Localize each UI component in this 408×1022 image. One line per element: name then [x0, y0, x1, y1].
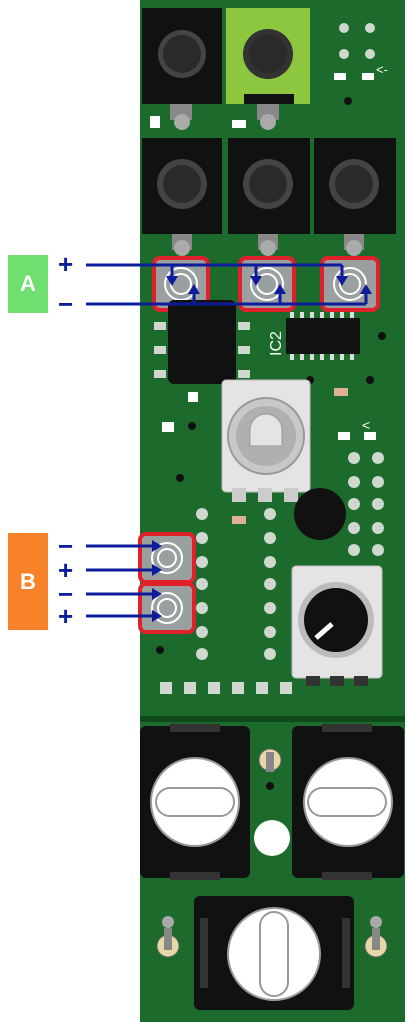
minus-sign-b2: − [58, 579, 73, 609]
plus-sign-a: + [58, 249, 73, 279]
minus-sign-b1: − [58, 531, 73, 561]
via-1 [378, 332, 386, 340]
smd-1 [334, 73, 346, 80]
smd-3 [150, 116, 160, 128]
jack-mid-3 [314, 138, 396, 256]
pad-columns-middle [196, 508, 276, 660]
pcb-divider [140, 716, 405, 722]
jack-top-left [142, 8, 222, 130]
knob-potentiometer [291, 565, 383, 686]
smd-4 [232, 120, 246, 128]
plus-sign-b1: + [58, 555, 73, 585]
arrow-marking: <- [376, 62, 388, 77]
ic2-label: IC2 [268, 331, 285, 356]
ic2-chip [286, 318, 360, 354]
minus-sign-a: − [58, 289, 73, 319]
smd-9 [364, 432, 376, 440]
trimpot-b2 [138, 582, 196, 634]
smd-10 [232, 516, 246, 524]
lower-pot-left [140, 724, 250, 880]
via-3 [366, 376, 374, 384]
relay-component [168, 300, 236, 384]
trimpot-b1 [138, 532, 196, 584]
label-box-b: B [8, 533, 48, 630]
mount-hole [254, 820, 290, 856]
pads-top-right [339, 23, 375, 105]
bottom-pot [194, 896, 354, 1010]
label-box-a: A [8, 255, 48, 313]
via-6 [156, 646, 164, 654]
jack-mid-1 [142, 138, 222, 256]
smd-7 [162, 422, 174, 432]
ic2-pins [290, 312, 354, 360]
relay-pads [154, 322, 250, 378]
center-potentiometer [221, 379, 311, 502]
plus-sign-b2: + [58, 601, 73, 631]
bottom-toggle-left [156, 916, 180, 958]
black-capacitor [294, 488, 346, 540]
via-5 [176, 474, 184, 482]
smd-2 [362, 73, 374, 80]
lower-toggle-center [258, 748, 282, 790]
smd-5 [334, 388, 348, 396]
jack-mid-2 [228, 138, 310, 256]
arrows-a [86, 263, 372, 306]
arrows-b [86, 540, 162, 622]
lower-pot-right [292, 724, 404, 880]
smd-8 [338, 432, 350, 440]
jack-top-green [226, 8, 310, 130]
via-4 [188, 422, 196, 430]
pad-row-bottom [160, 682, 292, 694]
chevron-marking: < [362, 417, 370, 433]
pad-grid-right [348, 452, 384, 556]
bottom-toggle-right [364, 916, 388, 958]
smd-6 [188, 392, 198, 402]
